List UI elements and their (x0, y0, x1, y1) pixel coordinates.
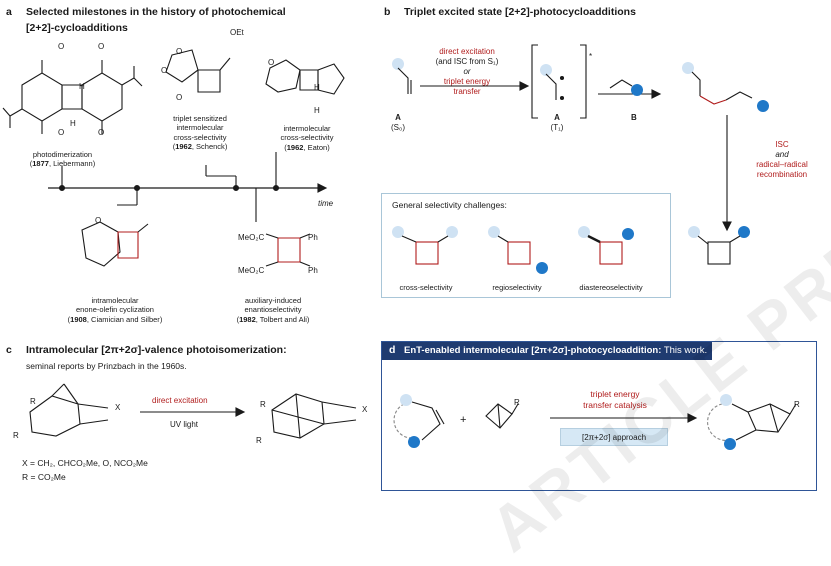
panel-c-arrow-top: direct excitation (152, 396, 208, 405)
panel-b-letter: b (384, 6, 391, 18)
milestone-1982: auxiliary-induced enantioselectivity (19… (236, 296, 310, 324)
selectivity-challenges-box (381, 193, 671, 298)
milestone-1962-eaton: intermolecular cross-selectivity (1962, … (280, 124, 334, 152)
time-axis-label: time (318, 199, 334, 208)
challenge-cross: cross-selectivity (399, 283, 453, 292)
atom-label-ph-top: Ph (308, 233, 318, 242)
atom-label-o-3: O (58, 128, 65, 137)
atom-label-h-2: H (70, 119, 76, 128)
panel-d-box: EnT-enabled intermolecular [2π+2σ]-photo… (381, 341, 817, 491)
atom-label-o-6: O (161, 66, 168, 75)
panel-d-letter: d (389, 344, 396, 356)
panel-c-subtitle: seminal reports by Prinzbach in the 1960… (26, 361, 187, 371)
panel-c-letter: c (6, 344, 12, 356)
panel-c-title: Intramolecular [2π+2σ]-valence photoisom… (26, 344, 287, 356)
isc-recombination: ISC and radical–radical recombination (756, 140, 808, 179)
excited-star: * (589, 52, 593, 61)
atom-label-meo2c-bottom: MeO₂C (238, 266, 265, 275)
ciamician-structure (81, 221, 149, 267)
atom-label-o-1: O (58, 42, 65, 51)
label-B: B (631, 113, 637, 122)
tolbert-structure (265, 233, 311, 267)
atom-label-o-7: O (176, 93, 183, 102)
panel-d-conditions: triplet energy transfer catalysis (583, 389, 647, 410)
panel-b-title: Triplet excited state [2+2]-photocycload… (404, 6, 636, 18)
panel-c-x-def: X = CH₂, CHCO₂Me, O, NCO₂Me (22, 458, 148, 468)
scheme-drawing (2, 44, 797, 450)
atom-label-r-2: R (13, 431, 19, 440)
bicyclobutane-structure (485, 403, 519, 429)
timeline-arrowhead (317, 183, 328, 193)
panel-c-arrow-bottom: UV light (170, 420, 199, 429)
label-A-ground: A (S₀) (391, 113, 405, 132)
atom-label-o-5: O (176, 47, 183, 56)
panel-c-r-def: R = CO₂Me (22, 472, 66, 482)
atom-label-r-6: R (794, 400, 800, 409)
panel-d-plus: + (460, 414, 467, 426)
panel-d-title-bold: EnT-enabled intermolecular [2π+2σ]-photo… (404, 345, 662, 356)
panel-a-letter: a (6, 6, 12, 18)
atom-label-x-2: X (362, 405, 368, 414)
atom-label-o-4: O (98, 128, 105, 137)
atom-label-oet: OEt (230, 28, 244, 37)
atom-label-meo2c-top: MeO₂C (238, 233, 265, 242)
panel-a-title-line2: [2+2]-cycloadditions (26, 22, 128, 34)
schenck-structure (165, 49, 231, 93)
atom-label-r-5: R (514, 398, 520, 407)
atom-label-r-1: R (30, 397, 36, 406)
approach-badge: [2π+2σ] approach (560, 428, 668, 446)
milestone-1962-schenck: triplet sensitized intermolecular cross-… (172, 114, 228, 152)
norbornadiene-structure (29, 383, 109, 437)
panel-d-title-rest: This work. (661, 345, 708, 356)
atom-label-h-3: H (314, 83, 320, 92)
panel-a-title-line1: Selected milestones in the history of ph… (26, 6, 286, 18)
atom-label-h-4: H (314, 106, 320, 115)
photodimer-structure (2, 60, 143, 134)
panel-d-header: EnT-enabled intermolecular [2π+2σ]-photo… (382, 342, 712, 360)
excitation-conditions: direct excitation (and ISC from S₁) or t… (435, 47, 499, 96)
quadricyclane-structure (271, 393, 357, 439)
atom-label-o-2: O (98, 42, 105, 51)
atom-label-x-1: X (115, 403, 121, 412)
milestone-1908: intramolecular enone-olefin cyclization … (67, 296, 163, 324)
atom-label-o-9: O (95, 216, 102, 225)
atom-label-r-4: R (256, 436, 262, 445)
challenge-regio: regioselectivity (492, 283, 542, 292)
atom-label-o-8: O (268, 58, 275, 67)
milestone-1877: photodimerization (1877, Liebermann) (29, 150, 96, 169)
challenges-title: General selectivity challenges: (392, 200, 507, 210)
label-A-triplet: A (T₁) (550, 113, 564, 132)
eaton-structure (265, 59, 345, 95)
atom-label-r-3: R (260, 400, 266, 409)
atom-label-ph-bottom: Ph (308, 266, 318, 275)
challenge-diastereo: diastereoselectivity (579, 283, 643, 292)
